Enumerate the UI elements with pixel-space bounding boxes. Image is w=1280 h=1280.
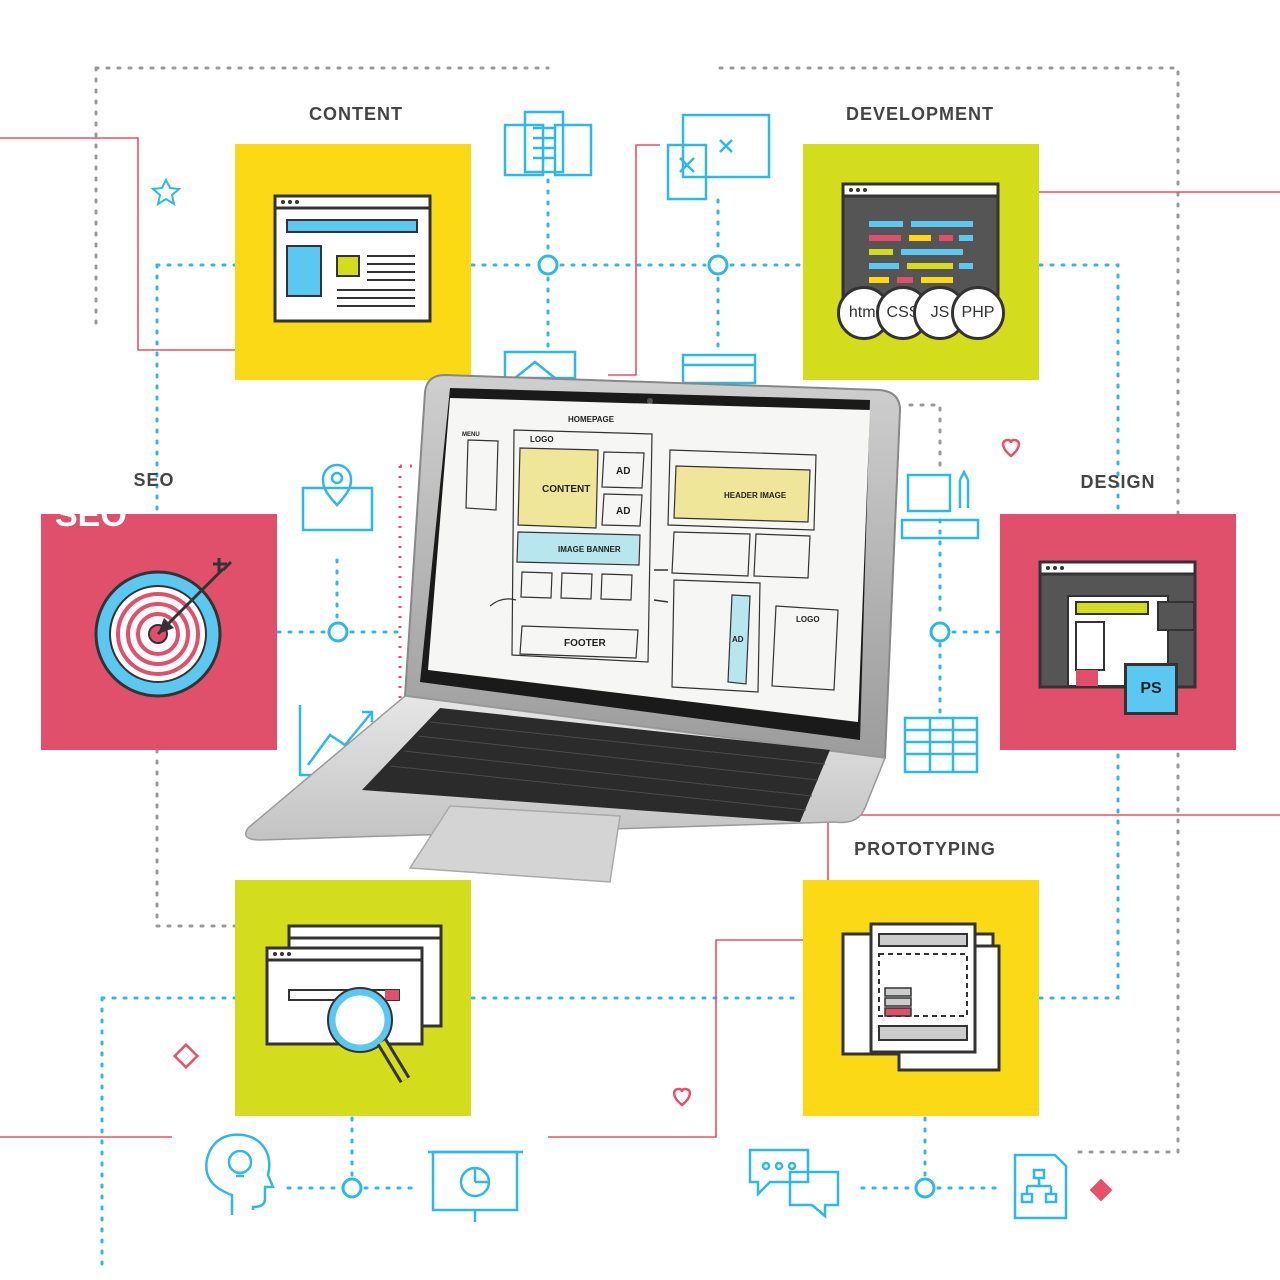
section-title-prototyping: PROTOTYPING [854, 839, 996, 859]
section-title-design: DESIGN [1080, 472, 1156, 492]
presentation-icon [428, 1150, 523, 1222]
wf-footer-text: FOOTER [564, 638, 606, 649]
seo-ghost-label: SEO [55, 496, 127, 534]
laptop: HOMEPAGE LOGO CONTENT AD AD IMAGE BANNER… [245, 373, 902, 883]
content-browser-icon [273, 194, 432, 323]
section-title-content: CONTENT [309, 104, 403, 124]
content-tile[interactable] [235, 144, 471, 380]
idea-head-icon [205, 1133, 275, 1215]
seo-tile[interactable] [41, 514, 277, 750]
photoshop-badge: PS [1124, 663, 1178, 715]
wf-homepage-text: HOMEPAGE [568, 415, 615, 424]
pr-ghost-label: PR [776, 824, 824, 862]
crop-ruler-icon [900, 469, 980, 540]
star-icon [150, 177, 182, 207]
wf-menu-text: MENU [462, 432, 480, 438]
section-title-development: DEVELOPMENT [845, 104, 994, 124]
wireframe-pages-icon [841, 922, 1001, 1072]
table-grid-icon [903, 716, 979, 774]
wf-content-text: CONTENT [542, 484, 590, 495]
heart-icon [1001, 438, 1021, 458]
screen-display [428, 398, 870, 722]
php-tag-badge: PHP [951, 286, 1005, 340]
trackpad [408, 805, 621, 883]
target-icon [94, 558, 233, 698]
wireframe-sketch [465, 429, 839, 693]
diamond-icon [1089, 1178, 1113, 1202]
design-tile[interactable]: PS [1000, 514, 1236, 750]
prototyping-tile[interactable] [803, 880, 1039, 1116]
browser-settings-icon [681, 353, 757, 385]
search-tile[interactable] [235, 880, 471, 1116]
keyboard [362, 708, 830, 822]
chat-icon [748, 1148, 840, 1219]
code-editor-icon [841, 182, 1000, 326]
wf-image-banner-text: IMAGE BANNER [558, 545, 621, 554]
development-tile[interactable]: html CSS JS PHP [803, 144, 1039, 380]
wf-logo2-text: LOGO [796, 615, 820, 624]
wf-ad3-text: AD [732, 635, 744, 644]
wf-header-image-text: HEADER IMAGE [724, 491, 787, 500]
wf-ad1-text: AD [616, 466, 630, 477]
heart-icon [672, 1087, 692, 1107]
wf-logo-text: LOGO [530, 435, 554, 444]
camera-dot [647, 398, 653, 404]
devices-icon [666, 113, 771, 201]
sitemap-doc-icon [1013, 1153, 1068, 1220]
map-pin-icon [301, 463, 374, 532]
search-browser-icon [265, 924, 443, 1084]
wf-ad2-text: AD [616, 506, 630, 517]
diamond-icon [172, 1042, 200, 1070]
design-layout-icon [1038, 560, 1197, 689]
section-title-seo: SEO [133, 470, 175, 490]
documents-icon [503, 110, 593, 177]
keyboard-rows [389, 721, 826, 811]
